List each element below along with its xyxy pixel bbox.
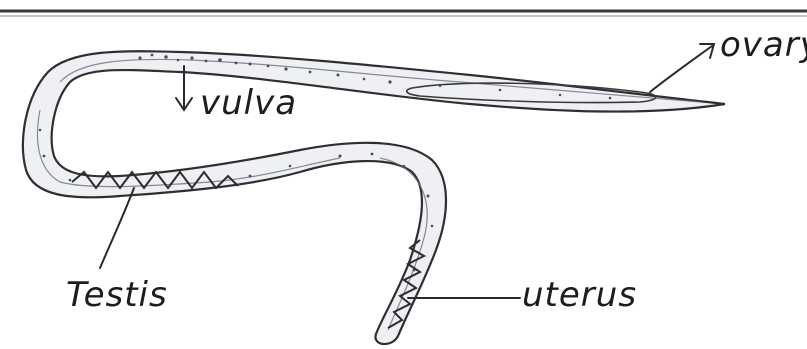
vulva-label: vulva	[200, 83, 297, 123]
testis-label: Testis	[66, 275, 168, 315]
ovary-pointer	[650, 44, 714, 92]
ovary-label: ovary	[720, 25, 807, 65]
uterus-label: uterus	[522, 275, 637, 315]
testis-pointer	[100, 188, 134, 268]
